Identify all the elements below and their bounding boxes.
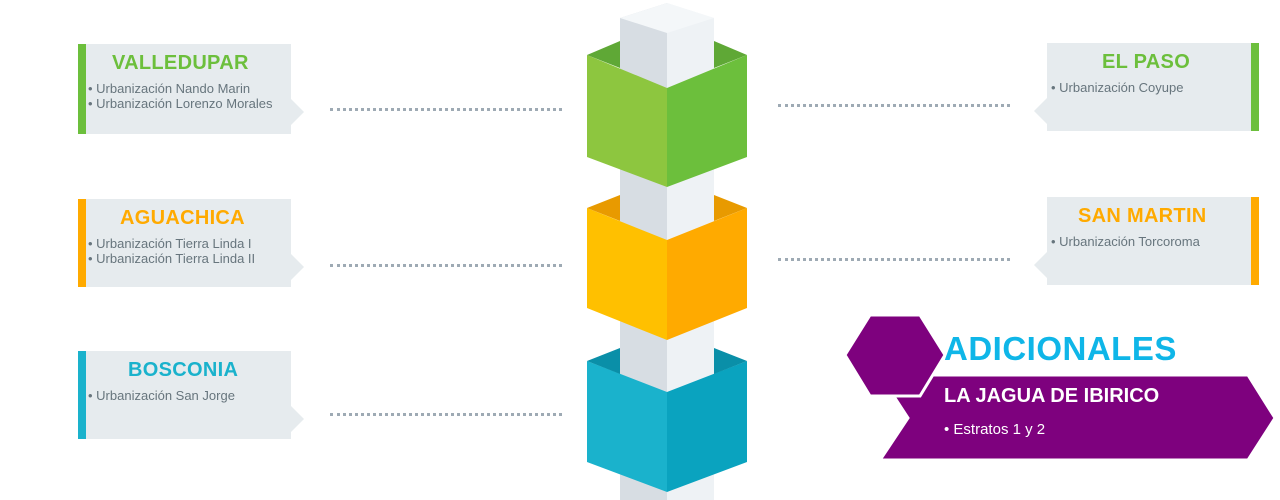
card-pointer <box>1034 252 1047 278</box>
adicionales-item: Estratos 1 y 2 <box>944 421 1045 438</box>
card-accent-bar <box>1251 197 1259 285</box>
city-title: AGUACHICA <box>120 207 245 229</box>
card-accent-bar <box>78 351 86 439</box>
card-pointer <box>291 99 304 125</box>
list-item: Urbanización Nando Marin <box>88 81 272 96</box>
item-list: Urbanización San Jorge <box>88 388 235 403</box>
card-aguachica: AGUACHICA Urbanización Tierra Linda I Ur… <box>78 199 304 287</box>
city-title: BOSCONIA <box>128 359 239 381</box>
list-item: Urbanización Coyupe <box>1051 80 1183 95</box>
yellow-cube <box>587 195 747 340</box>
city-title: VALLEDUPAR <box>112 52 249 74</box>
cyan-cube <box>587 348 747 492</box>
connector-dots-san-martin <box>778 258 1010 261</box>
list-item: Urbanización Lorenzo Morales <box>88 96 272 111</box>
connector-dots-el-paso <box>778 104 1010 107</box>
card-san-martin: SAN MARTIN Urbanización Torcoroma <box>1034 197 1259 285</box>
card-pointer <box>291 406 304 432</box>
list-item: Urbanización Tierra Linda I <box>88 236 255 251</box>
city-title: SAN MARTIN <box>1078 205 1207 227</box>
connector-dots-valledupar <box>330 108 562 111</box>
green-cube <box>587 41 747 187</box>
card-accent-bar <box>78 199 86 287</box>
connector-dots-aguachica <box>330 264 562 267</box>
card-accent-bar <box>78 44 86 134</box>
adicionales-title: ADICIONALES <box>944 330 1177 367</box>
item-list: Urbanización Coyupe <box>1051 80 1183 95</box>
list-item: Urbanización Torcoroma <box>1051 234 1200 249</box>
connector-dots-bosconia <box>330 413 562 416</box>
list-item: Urbanización San Jorge <box>88 388 235 403</box>
card-el-paso: EL PASO Urbanización Coyupe <box>1034 43 1259 131</box>
card-pointer <box>1034 98 1047 124</box>
adicionales-shape <box>843 313 1277 462</box>
item-list: Urbanización Nando Marin Urbanización Lo… <box>88 81 272 111</box>
item-list: Urbanización Torcoroma <box>1051 234 1200 249</box>
card-accent-bar <box>1251 43 1259 131</box>
card-pointer <box>291 254 304 280</box>
card-valledupar: VALLEDUPAR Urbanización Nando Marin Urba… <box>78 44 304 134</box>
list-item: Urbanización Tierra Linda II <box>88 251 255 266</box>
item-list: Urbanización Tierra Linda I Urbanización… <box>88 236 255 266</box>
card-bosconia: BOSCONIA Urbanización San Jorge <box>78 351 304 439</box>
adicionales-subtitle: LA JAGUA DE IBIRICO <box>944 385 1160 407</box>
city-title: EL PASO <box>1102 51 1191 73</box>
